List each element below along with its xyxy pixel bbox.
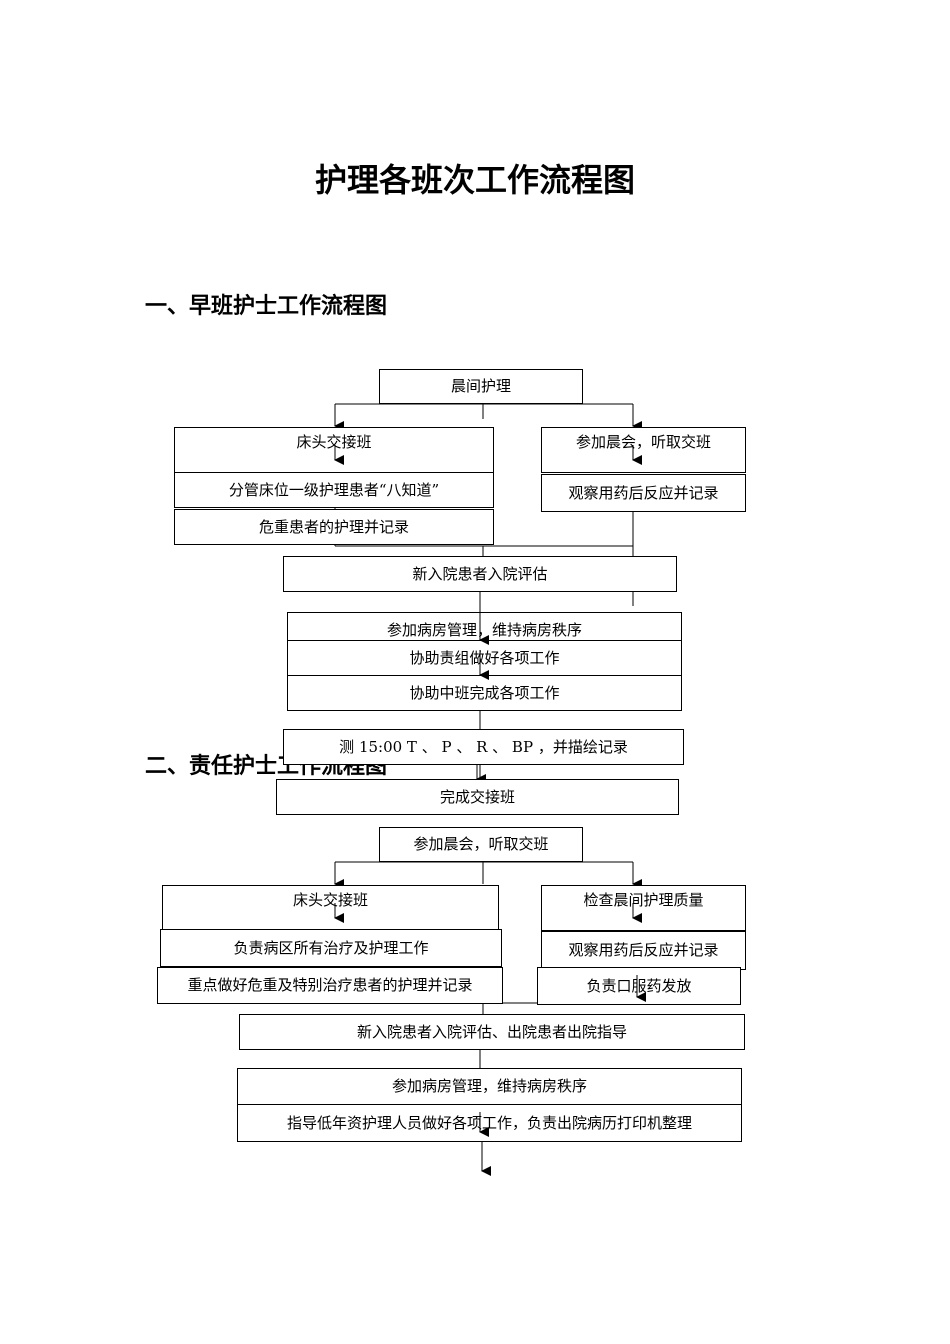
- node-label: 参加晨会，听取交班: [413, 835, 549, 853]
- node-label: 重点做好危重及特别治疗患者的护理并记录: [187, 976, 473, 994]
- node-label: 负责病区所有治疗及护理工作: [233, 938, 429, 957]
- node-label: 指导低年资护理人员做好各项工作，负责出院病历打印机整理: [286, 1113, 692, 1132]
- node-morning-meeting: 参加晨会，听取交班: [541, 427, 746, 473]
- node-observe-drug-2: 观察用药后反应并记录: [541, 931, 746, 970]
- node-label: 完成交接班: [439, 787, 515, 806]
- node-assist-mid-shift: 协助中班完成各项工作: [287, 675, 682, 711]
- node-label: 新入院患者入院评估、出院患者出院指导: [356, 1022, 627, 1041]
- node-label: 床头交接班: [296, 432, 372, 451]
- node-critical-care: 危重患者的护理并记录: [174, 509, 494, 545]
- node-label: 参加病房管理，维持病房秩序: [386, 620, 582, 639]
- node-guide-junior: 指导低年资护理人员做好各项工作，负责出院病历打印机整理: [237, 1104, 742, 1142]
- node-oral-medication: 负责口服药发放: [537, 967, 741, 1005]
- node-label: 危重患者的护理并记录: [258, 517, 409, 536]
- node-label: 分管床位一级护理患者“八知道”: [228, 480, 440, 499]
- node-morning-care: 晨间护理: [379, 369, 583, 404]
- node-bedside-handover-2: 床头交接班: [162, 885, 499, 931]
- node-label: 负责口服药发放: [586, 976, 692, 995]
- node-assist-team: 协助责组做好各项工作: [287, 640, 682, 676]
- node-label: 参加病房管理，维持病房秩序: [391, 1077, 587, 1095]
- node-vital-signs: 测 15:00 T 、 P 、 R 、 BP ，并描绘记录: [283, 729, 684, 765]
- section-heading-morning: 一、早班护士工作流程图: [145, 294, 388, 319]
- node-label: 参加晨会，听取交班: [575, 432, 711, 451]
- node-label: 观察用药后反应并记录: [568, 941, 719, 959]
- node-all-treatment: 负责病区所有治疗及护理工作: [160, 929, 502, 967]
- node-label: 晨间护理: [450, 377, 511, 395]
- node-label: 新入院患者入院评估: [412, 564, 548, 583]
- node-label: 协助责组做好各项工作: [409, 648, 560, 667]
- node-critical-special-care: 重点做好危重及特别治疗患者的护理并记录: [157, 967, 503, 1004]
- node-bedside-handover: 床头交接班: [174, 427, 494, 473]
- node-observe-drug: 观察用药后反应并记录: [541, 474, 746, 512]
- node-label: 床头交接班: [292, 890, 368, 909]
- node-meeting-start: 参加晨会，听取交班: [379, 827, 583, 862]
- node-know-eight: 分管床位一级护理患者“八知道”: [174, 472, 494, 508]
- node-label: 测 15:00 T 、 P 、 R 、 BP ，并描绘记录: [339, 737, 628, 756]
- node-complete-handover: 完成交接班: [276, 779, 679, 815]
- node-admission-assessment: 新入院患者入院评估: [283, 556, 677, 592]
- node-label: 观察用药后反应并记录: [568, 483, 719, 502]
- node-admission-discharge: 新入院患者入院评估、出院患者出院指导: [239, 1014, 745, 1050]
- node-check-quality: 检查晨间护理质量: [541, 885, 746, 931]
- page-title: 护理各班次工作流程图: [314, 161, 635, 199]
- node-label: 协助中班完成各项工作: [409, 683, 560, 702]
- node-ward-management-2: 参加病房管理，维持病房秩序: [237, 1068, 742, 1105]
- node-label: 检查晨间护理质量: [583, 890, 704, 909]
